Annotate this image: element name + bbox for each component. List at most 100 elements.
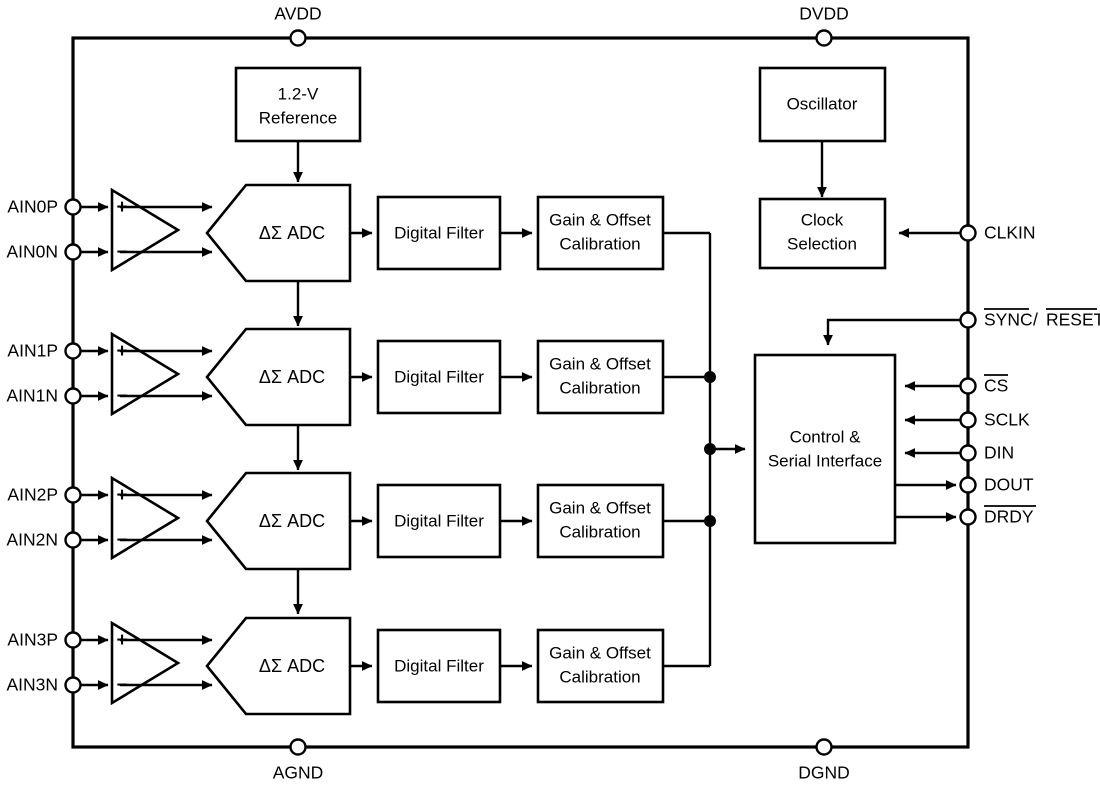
gain-offset-0 [536, 195, 665, 271]
pin-label-ain1p: AIN1P [7, 341, 58, 361]
pin-label-reset: RESET [1046, 310, 1100, 330]
block-clock-selection: Clock Selection [758, 197, 887, 270]
pin-group-din: DIN [904, 443, 1014, 463]
gain-offset-1 [536, 339, 665, 415]
pin-ain3n[interactable] [64, 676, 82, 694]
pin-clkin[interactable] [959, 224, 977, 242]
gain-offset-1-line2: Calibration [559, 378, 640, 397]
gain-offset-1-line1: Gain & Offset [549, 354, 651, 373]
adc-1-label: ΔΣ ADC [259, 367, 325, 387]
pin-label-sclk: SCLK [984, 410, 1030, 430]
reference-label-line1: 1.2-V [278, 84, 319, 103]
pin-label-slash: / [1033, 310, 1038, 330]
channel-2: AIN2P AIN2N + − ΔΣ ADC Digital Filter Ga… [6, 471, 710, 615]
pin-ain0p[interactable] [64, 198, 82, 216]
pin-sync-reset[interactable] [959, 311, 977, 329]
pin-sclk[interactable] [959, 411, 977, 429]
pin-ain1n[interactable] [64, 387, 82, 405]
data-bus [704, 233, 746, 666]
pin-label-cs: CS [984, 376, 1008, 396]
pin-label-ain3n: AIN3N [6, 675, 58, 695]
digital-filter-1-label: Digital Filter [394, 367, 484, 386]
pin-group-sync-reset: SYNC / RESET [959, 308, 1100, 330]
gain-offset-3-line2: Calibration [559, 667, 640, 686]
control-label-line1: Control & [790, 427, 862, 446]
digital-filter-3-label: Digital Filter [394, 656, 484, 675]
pin-ain1p[interactable] [64, 342, 82, 360]
rail-avdd: AVDD [274, 4, 322, 47]
rail-label-dgnd: DGND [798, 763, 850, 783]
block-oscillator: Oscillator [758, 66, 887, 143]
control-label-line2: Serial Interface [768, 451, 882, 470]
pin-ain3p[interactable] [64, 631, 82, 649]
digital-filter-1 [376, 339, 502, 415]
rail-dgnd: DGND [798, 738, 850, 783]
pin-label-ain2p: AIN2P [7, 485, 58, 505]
channel-1: AIN1P AIN1N + − ΔΣ ADC Digital Filter Ga… [6, 327, 710, 471]
gain-offset-2 [536, 483, 665, 559]
pin-group-dout: DOUT [895, 475, 1034, 495]
digital-filter-2-label: Digital Filter [394, 511, 484, 530]
pin-label-clkin: CLKIN [984, 223, 1036, 243]
digital-filter-3 [376, 628, 502, 704]
pga-0 [110, 187, 181, 273]
pin-ain0n[interactable] [64, 243, 82, 261]
pin-label-sync: SYNC [984, 310, 1033, 330]
pin-label-ain0p: AIN0P [7, 197, 58, 217]
reference-label-line2: Reference [259, 108, 337, 127]
pin-label-ain3p: AIN3P [7, 630, 58, 650]
pin-label-ain0n: AIN0N [6, 242, 58, 262]
adc-2-label: ΔΣ ADC [259, 511, 325, 531]
pin-label-din: DIN [984, 443, 1014, 463]
gain-offset-2-line2: Calibration [559, 522, 640, 541]
pin-din[interactable] [959, 444, 977, 462]
gain-offset-3 [536, 628, 665, 704]
block-reference: 1.2-V Reference [234, 66, 362, 143]
junction-bus-control [704, 443, 716, 455]
adc-3 [205, 616, 352, 716]
pin-label-ain1n: AIN1N [6, 386, 58, 406]
pin-avdd[interactable] [289, 29, 307, 47]
block-control-serial-interface: Control & Serial Interface [753, 353, 897, 545]
clock-selection-label-line2: Selection [787, 234, 857, 253]
gain-offset-3-line1: Gain & Offset [549, 643, 651, 662]
pga-3 [110, 620, 181, 706]
pin-group-sclk: SCLK [904, 410, 1030, 430]
gain-offset-0-line2: Calibration [559, 234, 640, 253]
pin-dout[interactable] [959, 476, 977, 494]
junction-bus-ch1 [704, 371, 716, 383]
junction-bus-ch2 [704, 515, 716, 527]
rail-agnd: AGND [273, 738, 324, 783]
pin-group-clkin: CLKIN [959, 223, 1036, 243]
pga-2 [110, 475, 181, 561]
pin-ain2n[interactable] [64, 531, 82, 549]
pin-label-ain2n: AIN2N [6, 530, 58, 550]
pin-label-dout: DOUT [984, 475, 1034, 495]
wire-sync-reset-to-control [823, 318, 968, 346]
pin-group-drdy: DRDY [895, 505, 1036, 527]
pin-ain2p[interactable] [64, 486, 82, 504]
clock-selection-label-line1: Clock [801, 210, 844, 229]
pga-1 [110, 331, 181, 417]
gain-offset-0-line1: Gain & Offset [549, 210, 651, 229]
rail-dvdd: DVDD [799, 4, 849, 47]
digital-filter-0-label: Digital Filter [394, 223, 484, 242]
digital-filter-2 [376, 483, 502, 559]
pin-label-drdy: DRDY [984, 507, 1034, 527]
pin-agnd[interactable] [289, 738, 307, 756]
pin-group-cs: CS [904, 374, 1008, 396]
rail-label-dvdd: DVDD [799, 4, 849, 24]
pin-cs[interactable] [959, 377, 977, 395]
adc-3-label: ΔΣ ADC [259, 656, 325, 676]
gain-offset-2-line1: Gain & Offset [549, 498, 651, 517]
pin-drdy[interactable] [959, 508, 977, 526]
rail-label-agnd: AGND [273, 763, 324, 783]
digital-filter-0 [376, 195, 502, 271]
adc-0-label: ΔΣ ADC [259, 223, 325, 243]
channel-3: AIN3P AIN3N + − ΔΣ ADC Digital Filter Ga… [6, 616, 710, 716]
rail-label-avdd: AVDD [274, 4, 321, 24]
pin-dvdd[interactable] [815, 29, 833, 47]
pin-dgnd[interactable] [815, 738, 833, 756]
channel-0: AIN0P AIN0N + − ΔΣ ADC Digital Filter Ga… [6, 183, 710, 327]
